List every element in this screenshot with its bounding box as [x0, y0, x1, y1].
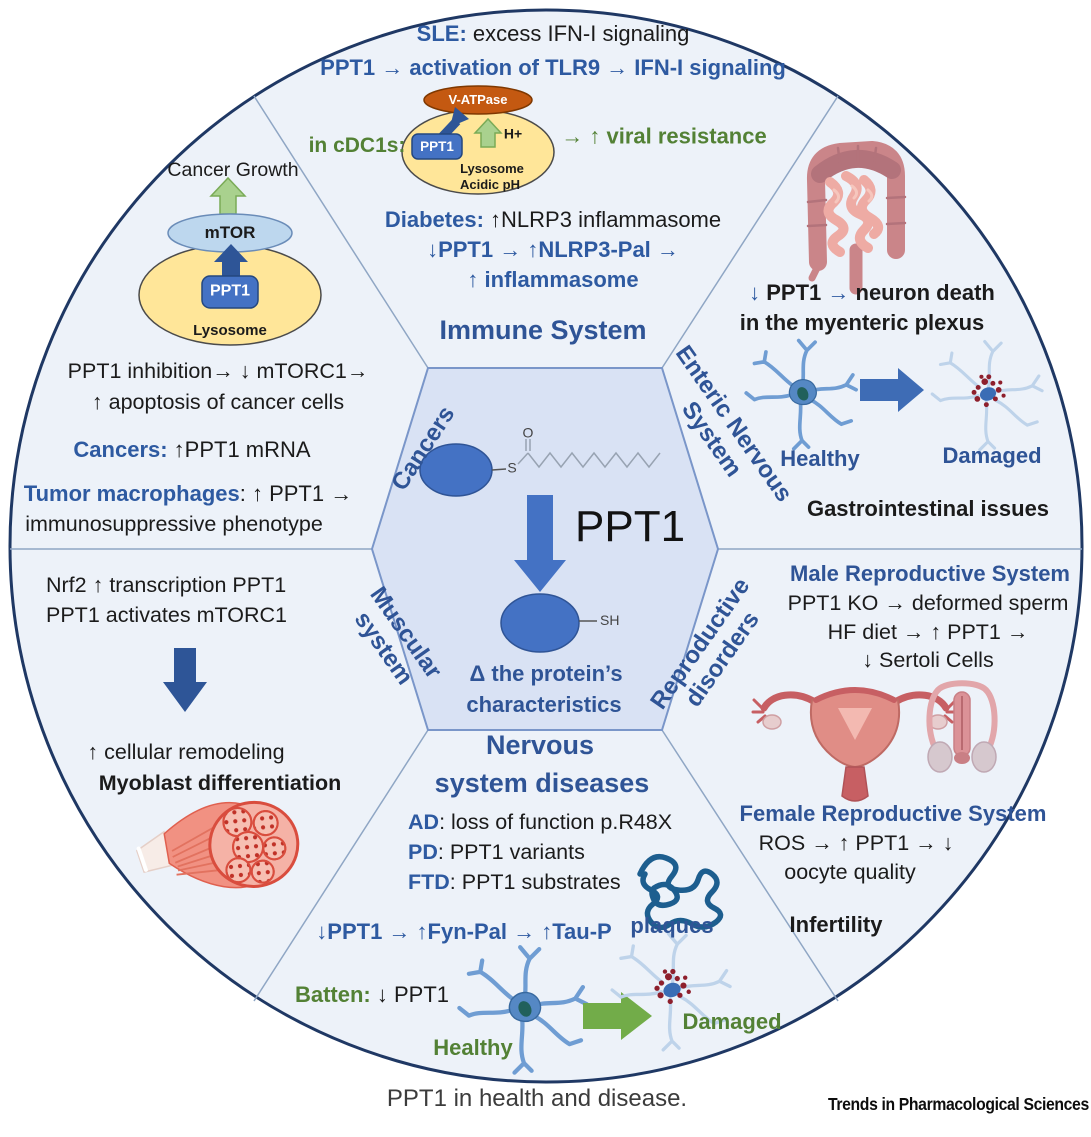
enteric-section-graphics [746, 141, 1042, 450]
cancer-lysosome-diagram [138, 176, 322, 346]
center-reaction-diagram [419, 439, 661, 653]
cancer-mrna-line: Cancers: ↑PPT1 mRNA [73, 437, 311, 462]
nervous-ad-line: AD: loss of function p.R48X [408, 810, 673, 834]
v-atpase-label: V-ATPase [448, 92, 508, 108]
cancer-tumor-line: Tumor macrophages: ↑ PPT1 → [23, 481, 353, 506]
immune-sle-line: SLE: excess IFN-I signaling [416, 21, 690, 46]
immune-lysosome-diagram [401, 85, 555, 195]
muscular-remodeling-line: ↑ cellular remodeling [87, 740, 285, 764]
male-reproductive-title: Male Reproductive System [790, 561, 1070, 586]
nervous-right-arrow [583, 992, 652, 1040]
thioester-s-label: S [507, 459, 517, 476]
ppt1-box [201, 275, 259, 309]
immune-cdc1s-label: in cDC1s: [308, 133, 406, 157]
plaques-label: plaques [630, 913, 714, 938]
enteric-healthy-label: Healthy [780, 446, 860, 471]
ppt1-box [411, 133, 463, 160]
cancer-growth-label: Cancer Growth [167, 159, 299, 181]
cancer-apoptosis-line: ↑ apoptosis of cancer cells [91, 390, 345, 414]
myoblast-differentiation-label: Myoblast differentiation [98, 771, 342, 795]
nervous-healthy-label: Healthy [433, 1035, 513, 1060]
nervous-pd-line: PD: PPT1 variants [408, 840, 585, 864]
center-delta-line1: Δ the protein’s [469, 661, 623, 686]
enteric-right-arrow [860, 368, 924, 412]
mtor-label: mTOR [204, 223, 256, 243]
acidic-ph-label: Acidic pH [460, 177, 520, 193]
immune-viral-line: → ↑ viral resistance [561, 123, 767, 149]
center-down-arrow [514, 495, 566, 592]
immune-diabetes-line: Diabetes: ↑NLRP3 inflammasome [384, 207, 722, 232]
infertility-label: Infertility [789, 912, 883, 937]
h-plus-label: H+ [503, 125, 523, 142]
ppt1-to-mtor-arrow [214, 244, 248, 277]
proton-up-arrow [473, 117, 503, 148]
center-delta-line2: characteristics [466, 692, 622, 717]
male-sertoli-line: ↓ Sertoli Cells [862, 648, 994, 672]
reproductive-section-graphics [751, 680, 998, 802]
muscle-icon [135, 800, 300, 889]
nervous-damaged-label: Damaged [682, 1009, 782, 1034]
cancer-phenotype-line: immunosuppressive phenotype [25, 512, 323, 536]
female-reproductive-icon [751, 687, 959, 802]
muscular-nrf2-line: Nrf2 ↑ transcription PPT1 [46, 573, 287, 597]
carbonyl-o-label: O [522, 424, 534, 441]
lysosome-label: Lysosome [460, 161, 524, 177]
palmitate-chain-icon [517, 439, 661, 469]
cancer-ppt1-box-label: PPT1 [209, 282, 251, 300]
immune-tlr9-line: PPT1 → activation of TLR9 → IFN-I signal… [320, 55, 786, 80]
cancer-mtorc1-line: PPT1 inhibition→ ↓ mTORC1→ [67, 359, 369, 383]
gastrointestinal-issues-label: Gastrointestinal issues [806, 496, 1050, 521]
muscular-mtorc1-line: PPT1 activates mTORC1 [46, 603, 287, 627]
female-reproductive-title: Female Reproductive System [739, 801, 1047, 826]
male-sperm-line: PPT1 KO → deformed sperm [787, 591, 1069, 615]
enteric-plexus-line: in the myenteric plexus [739, 310, 985, 335]
figure-caption: PPT1 in health and disease. [386, 1085, 688, 1112]
nervous-title-line2: system diseases [434, 768, 650, 798]
sh-label: SH [600, 612, 620, 628]
nervous-section-graphics [459, 854, 730, 1073]
female-oocyte-line: oocyte quality [784, 860, 916, 884]
nervous-fyn-line: ↓PPT1 → ↑Fyn-Pal → ↑Tau-P [316, 919, 612, 944]
immune-ppt1-box-label: PPT1 [420, 138, 454, 154]
batten-line: Batten: ↓ PPT1 [294, 982, 450, 1007]
center-ppt1-label: PPT1 [575, 502, 686, 551]
immune-inflammasome-line: ↑ inflammasome [467, 267, 639, 292]
nervous-ftd-line: FTD: PPT1 substrates [408, 870, 621, 894]
journal-name: Trends in Pharmacological Sciences [828, 1094, 1089, 1114]
muscular-section-graphics [135, 648, 300, 889]
male-hf-diet-line: HF diet → ↑ PPT1 → [827, 620, 1029, 644]
immune-nlrp3-line: ↓PPT1 → ↑NLRP3-Pal → [427, 237, 679, 262]
enteric-neuron-death-line: ↓ PPT1 → neuron death [749, 280, 995, 305]
cancer-lysosome-label: Lysosome [193, 322, 267, 340]
plaques-icon [637, 854, 724, 931]
immune-section-title: Immune System [439, 315, 647, 345]
v-atpase-icon [423, 85, 533, 115]
sector-dividers [10, 95, 1082, 1002]
enteric-damaged-label: Damaged [942, 443, 1042, 468]
male-reproductive-icon [926, 680, 998, 773]
muscular-down-arrow [163, 648, 207, 712]
depalmitoylated-protein-icon [500, 593, 580, 653]
female-ros-line: ROS → ↑ PPT1 → ↓ [758, 831, 954, 855]
cancer-growth-up-arrow [209, 176, 247, 215]
nervous-title-line1: Nervous [485, 730, 595, 760]
intestine-icon [806, 141, 907, 295]
